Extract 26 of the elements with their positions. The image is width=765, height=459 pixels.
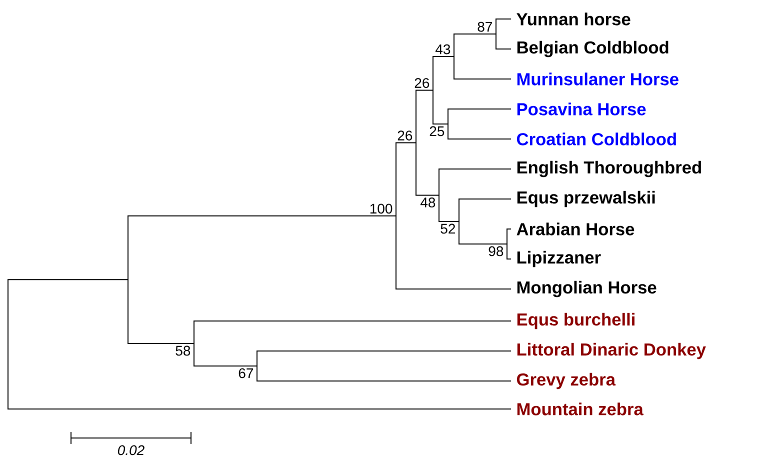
bootstrap-value: 52 [440,224,456,234]
taxon-label: English Thoroughbred [517,160,701,178]
taxon-label: Mountain zebra [517,402,644,416]
taxon-label: Lipizzaner [517,250,601,268]
taxon-label: Equs burchelli [517,312,634,330]
bootstrap-value: 87 [478,22,492,32]
bootstrap-value: 43 [435,44,450,54]
taxon-label: Grevy zebra [516,372,616,390]
scale-label: 0.02 [118,445,144,456]
taxon-label: Croatian Coldblood [516,132,676,146]
taxon-label: Belgian Coldblood [517,40,668,58]
bootstrap-value: 67 [238,368,254,378]
taxon-label: Mongolian Horse [517,280,656,298]
bootstrap-value: 26 [398,130,412,140]
bootstrap-value: 98 [488,246,504,256]
bootstrap-value: 58 [176,346,190,356]
taxon-label: Littoral Dinaric Donkey [517,342,706,360]
taxon-label: Yunnan horse [516,12,630,26]
bootstrap-value: 26 [414,78,430,88]
bootstrap-value: 100 [370,204,392,214]
taxon-label: Arabian Horse [516,222,634,236]
taxon-label: Equs przewalskii [517,190,655,208]
bootstrap-value: 25 [430,126,444,136]
bootstrap-value: 48 [420,198,436,208]
taxon-label: Murinsulaner Horse [517,72,678,86]
taxon-label: Posavina Horse [517,102,646,116]
